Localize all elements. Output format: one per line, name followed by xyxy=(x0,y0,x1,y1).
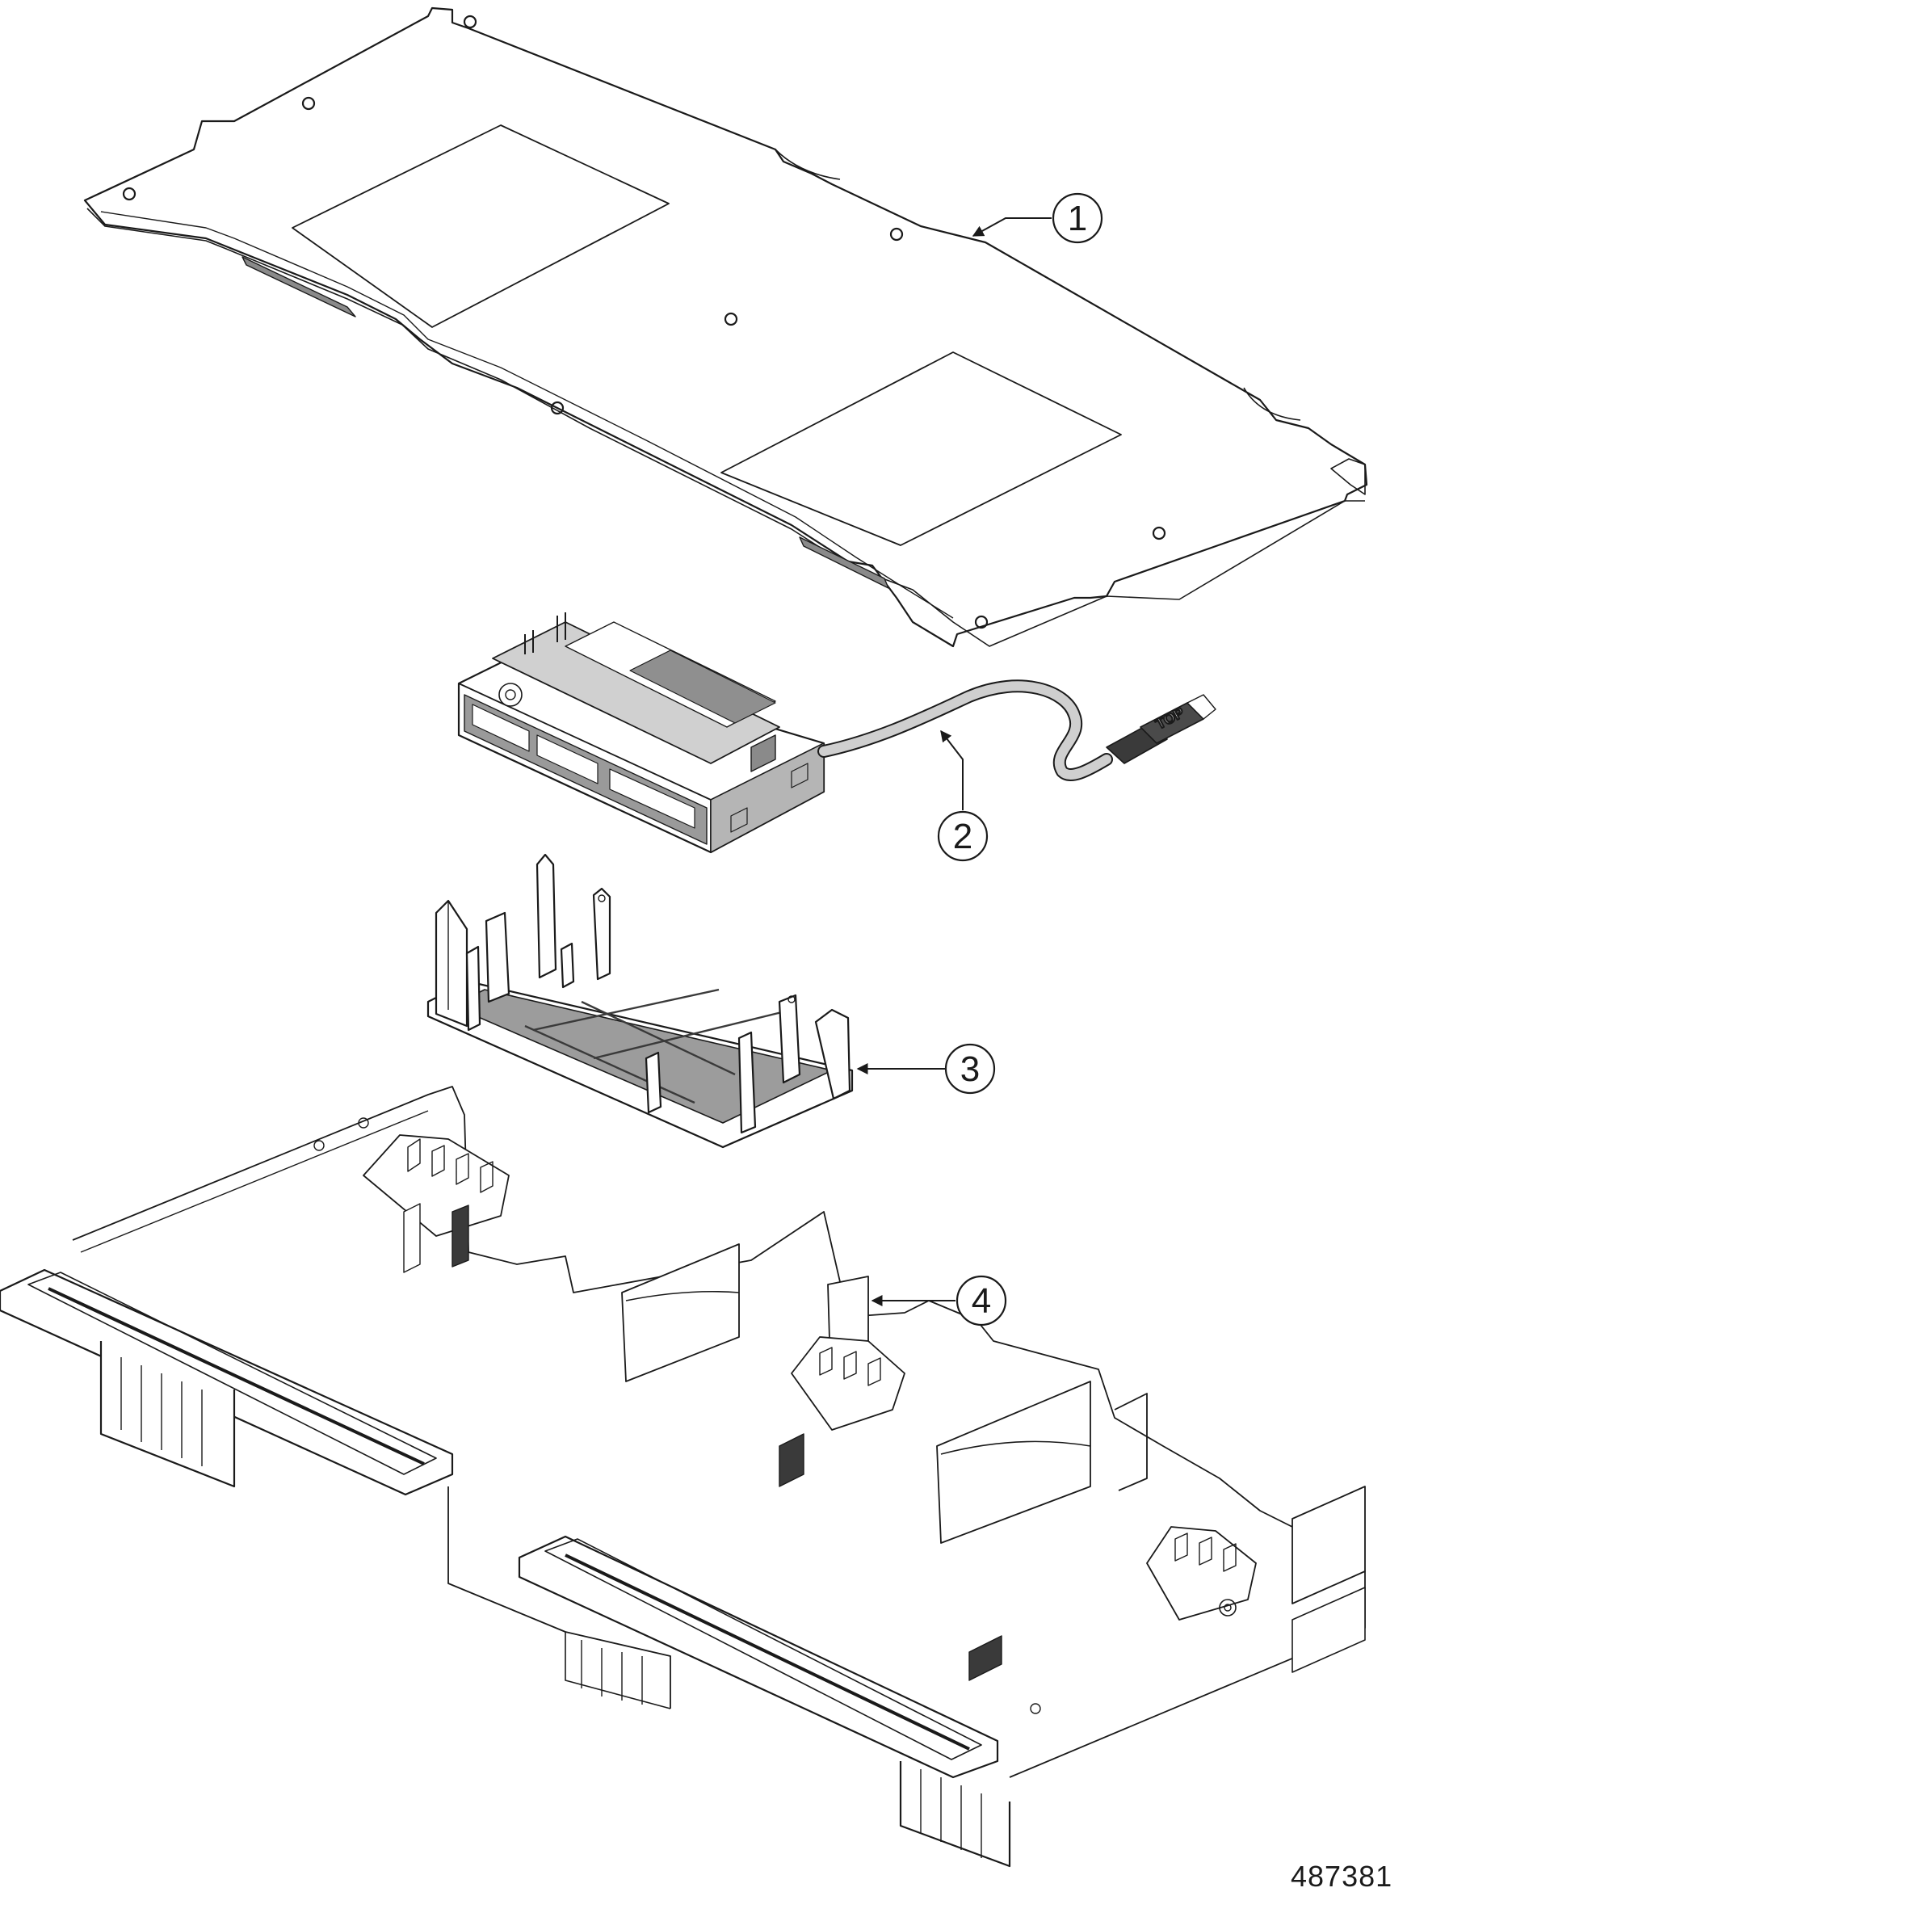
callout-2: 2 xyxy=(937,810,989,862)
front-rail-right xyxy=(518,1535,999,1779)
callout-3: 3 xyxy=(944,1043,996,1095)
tray-bracket xyxy=(426,853,854,1149)
latch-left xyxy=(363,1134,510,1237)
callout-4: 4 xyxy=(956,1275,1007,1326)
latch-center xyxy=(791,1336,905,1431)
leader-1 xyxy=(972,217,1052,237)
latch-right xyxy=(1146,1526,1257,1621)
storage-module-with-cable: TOP xyxy=(457,612,1216,854)
callout-1-label: 1 xyxy=(1068,199,1087,238)
callout-3-label: 3 xyxy=(960,1049,980,1089)
callout-4-label: 4 xyxy=(972,1281,991,1321)
callout-leaders xyxy=(856,217,1052,1306)
front-rail-left xyxy=(0,1268,454,1496)
figure-number: 487381 xyxy=(1291,1860,1393,1893)
callout-1: 1 xyxy=(1052,192,1103,244)
thermal-pad-right xyxy=(720,351,1122,546)
top-cover-plate xyxy=(83,6,1368,648)
leader-2 xyxy=(940,729,964,810)
callout-2-label: 2 xyxy=(953,817,972,856)
thermal-pad-left xyxy=(292,124,670,328)
chassis-frame xyxy=(0,1086,1366,1868)
pcb-board xyxy=(492,621,780,764)
